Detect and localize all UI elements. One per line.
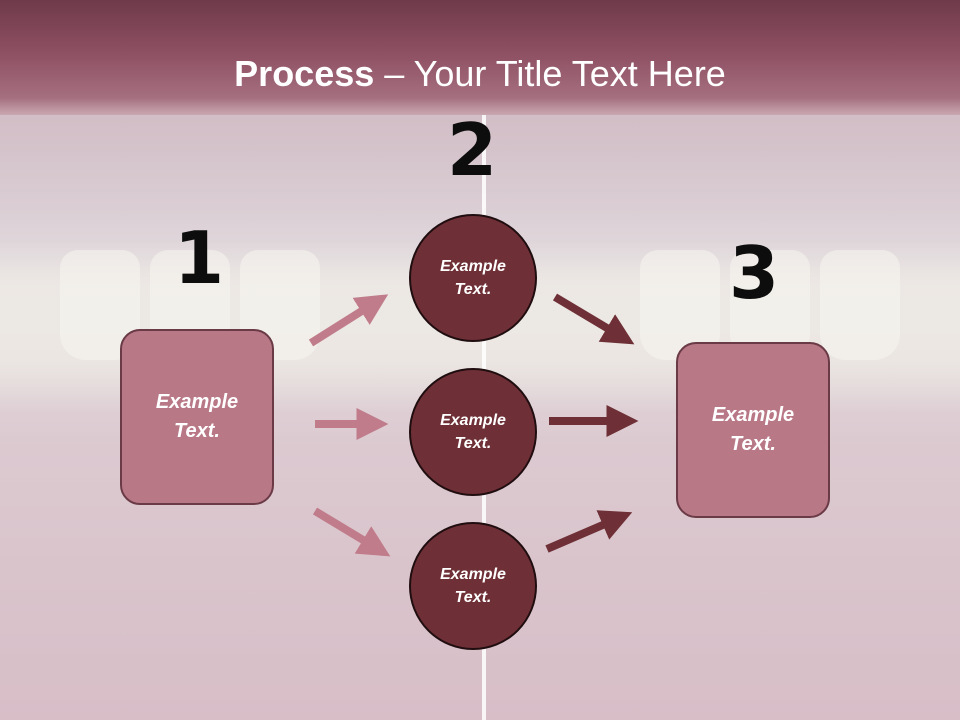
step-number-3: 3	[728, 231, 780, 315]
step-2-circle-top[interactable]: Example Text.	[409, 214, 537, 342]
step-1-box[interactable]: Example Text.	[120, 329, 274, 505]
arrow-1-to-top	[308, 294, 389, 347]
step-3-box[interactable]: Example Text.	[676, 342, 830, 518]
background-tooth	[640, 250, 720, 360]
background-tooth	[730, 250, 810, 360]
step-number-2: 2	[446, 108, 498, 192]
title-bar	[0, 0, 960, 115]
step-number-1: 1	[173, 216, 225, 300]
arrow-bottom-to-3	[545, 510, 633, 553]
slide-title[interactable]: Process – Your Title Text Here	[0, 52, 960, 96]
step-2-circle-bottom[interactable]: Example Text.	[409, 522, 537, 650]
title-rest: – Your Title Text Here	[374, 53, 726, 94]
arrow-top-to-3	[552, 293, 635, 345]
step-2-circle-middle[interactable]: Example Text.	[409, 368, 537, 496]
title-bold: Process	[234, 53, 375, 94]
background-tooth	[820, 250, 900, 360]
arrow-1-to-bottom	[312, 507, 391, 557]
